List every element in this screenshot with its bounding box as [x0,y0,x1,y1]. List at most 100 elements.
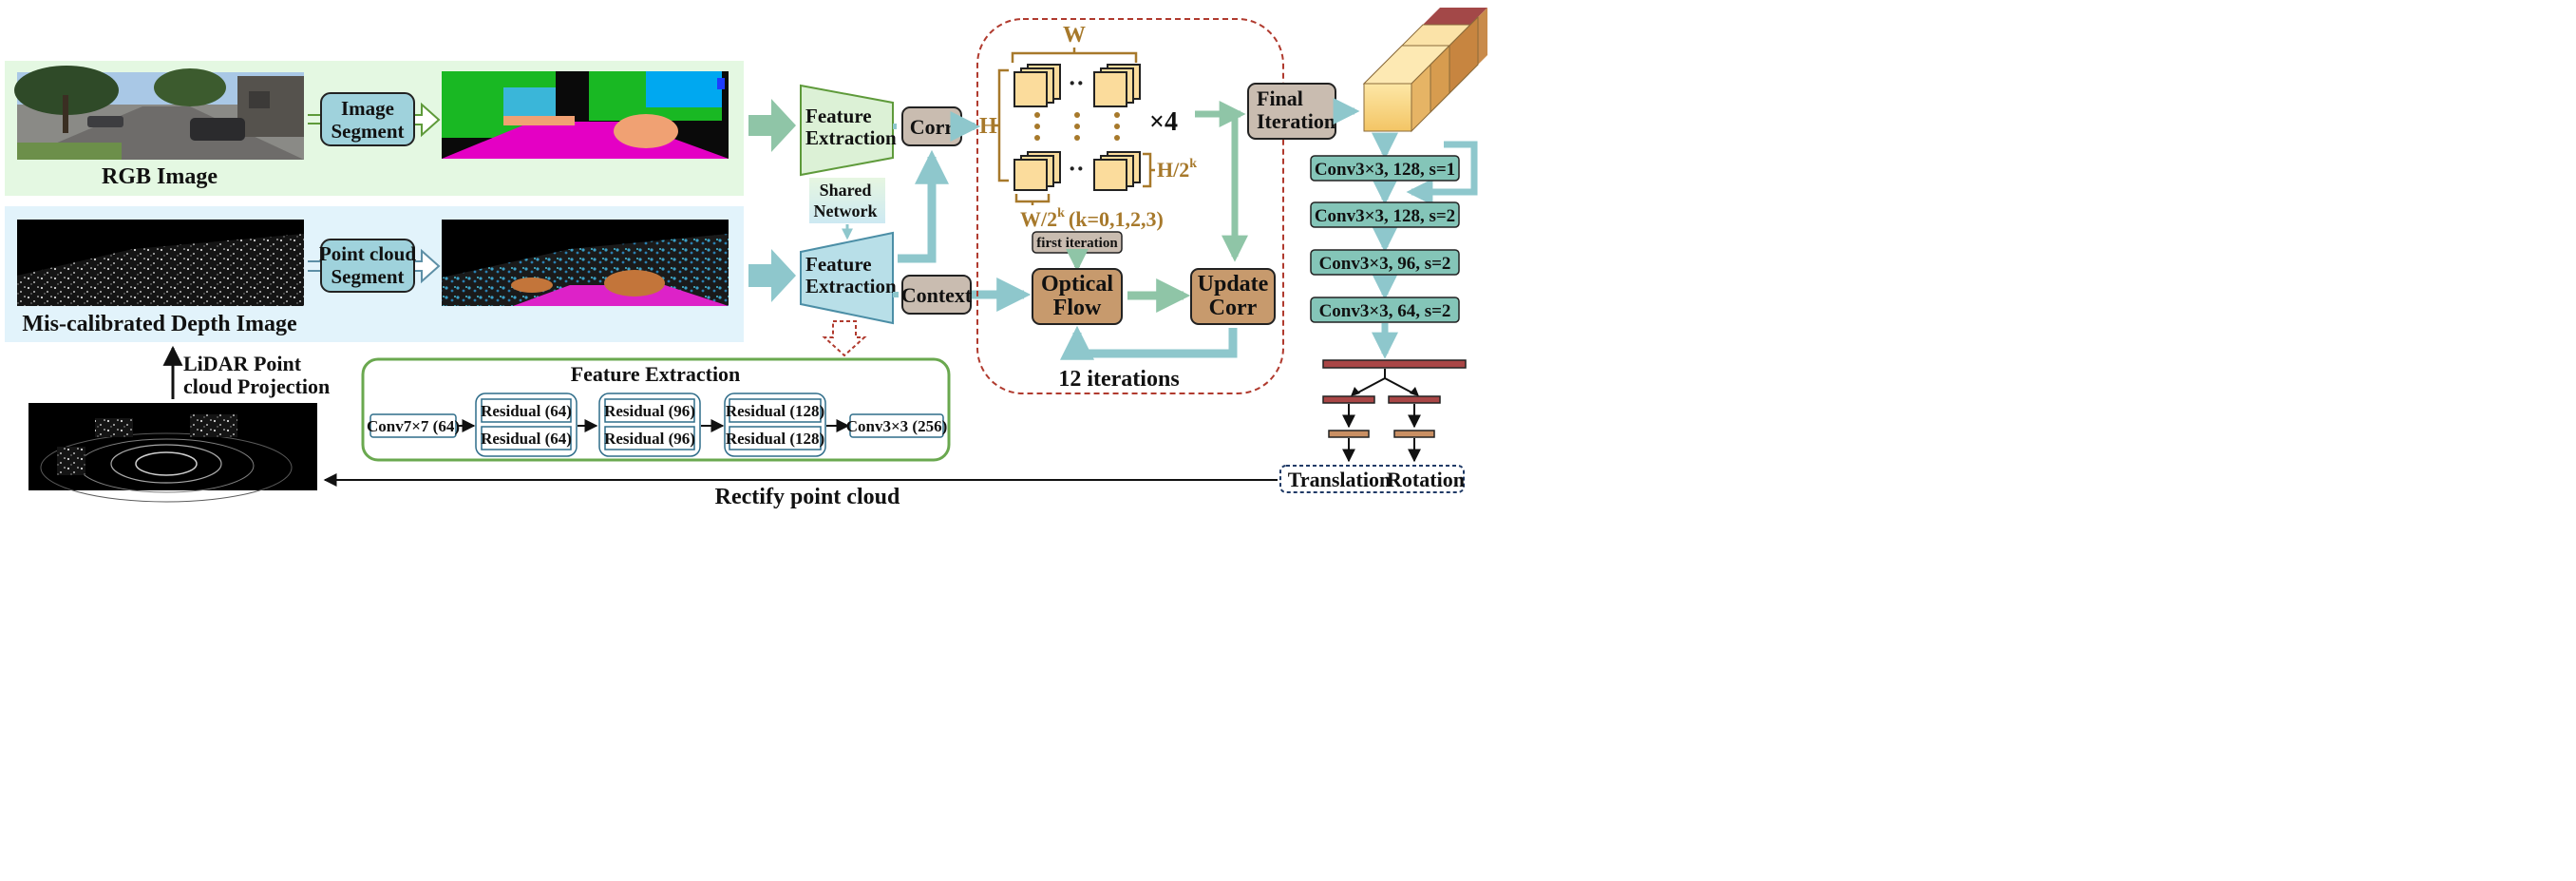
fe-conv-in [369,413,457,438]
fe-residual-1b [481,426,572,450]
feature-cube-stack [1362,8,1487,133]
conv-box-2 [1310,201,1460,228]
depth-image [17,220,304,306]
conv-label-4: Conv3×3, 64, s=2 [1319,301,1451,321]
h-bracket [994,68,1009,182]
fe-residual-2b-label: Residual (96) [604,430,695,448]
lidar-pointcloud-image [28,403,317,503]
pointcloud-segment-box [320,239,415,293]
fe-bottom-to-corr [898,149,949,263]
conv-box-1 [1310,155,1460,182]
fe-top-line1: Feature [805,105,872,127]
depth-image-label: Mis-calibrated Depth Image [22,312,297,336]
image-segment-line2: Segment [331,120,405,143]
image-segment-line1: Image [341,97,394,120]
output-box [1279,465,1465,493]
corr-label: Corr [910,115,955,139]
big-arrow-green [748,99,796,152]
final-iteration-line1: Final [1257,86,1303,110]
update-loop-arrow [1060,325,1238,360]
first-iteration-label: first iteration [1036,236,1118,251]
fc-bar-rotation-2 [1393,430,1435,438]
hollow-arrow-depth-2 [415,248,441,284]
times4-label: ×4 [1149,107,1178,137]
w2k-bracket [1014,194,1051,205]
lidar-projection-line1: LiDAR Point [183,352,302,375]
fe-residual-1b-label: Residual (64) [481,430,572,448]
w-label: W [1063,23,1086,48]
hollow-arrow-depth-1 [308,260,321,272]
lidar-projection-line2: cloud Projection [183,374,330,398]
segmented-rgb-image [442,71,729,159]
image-segment-box [320,92,415,146]
dots-top: ·· [1068,69,1084,97]
pointcloud-segment-line1: Point cloud [319,242,416,265]
dashed-down-arrow [822,320,867,357]
times4-to-update [1195,110,1248,262]
fe-residual-2b [604,426,695,450]
rgb-image [14,66,304,160]
fc-split-arrows [1354,369,1416,395]
update-corr-box [1190,268,1276,325]
fe-residual-3b-label: Residual (128) [726,430,824,448]
rgb-image-label: RGB Image [102,164,218,189]
w-bracket [1011,48,1138,63]
fe-conv-out [849,413,944,438]
fe-residual-3b [729,426,822,450]
hollow-arrow-rgb-1 [308,106,322,124]
shared-network-line1: Shared [820,181,872,200]
conv-label-1: Conv3×3, 128, s=1 [1315,160,1455,180]
fc-bar-translation [1322,395,1375,404]
final-iteration-line2: Iteration [1257,109,1335,133]
feature-map-stack-4 [1093,151,1141,191]
feature-map-stack-2 [1093,64,1141,107]
h2k-label: H/2k [1157,157,1197,182]
feature-extraction-bottom [800,231,894,325]
conv-label-2: Conv3×3, 128, s=2 [1315,206,1455,226]
fe-residual-2a-label: Residual (96) [604,402,695,420]
fe-bottom-line1: Feature [805,253,872,276]
fe-detail-title: Feature Extraction [571,362,741,386]
iteration-region [976,18,1284,394]
vertical-dots [1034,112,1120,141]
segmented-pointcloud-image [442,220,729,306]
fe-residual-3a [729,398,822,423]
fe-conv-out-label: Conv3×3 (256) [846,417,948,435]
update-corr-line2: Corr [1209,296,1258,320]
optical-flow-line2: Flow [1053,296,1102,320]
fe-conv-in-label: Conv7×7 (64) [367,417,460,435]
h2k-bracket [1143,152,1155,188]
update-corr-line1: Update [1198,272,1269,297]
fc-bar-rotation [1388,395,1441,404]
hollow-arrow-rgb-2 [415,102,441,138]
rotation-label: Rotation [1387,468,1465,491]
translation-label: Translation [1288,468,1391,491]
rectify-label: Rectify point cloud [715,485,900,509]
context-label: Context [901,283,973,307]
conv-box-4 [1310,297,1460,323]
feature-extraction-top [800,84,894,177]
fe-residual-1a [481,398,572,423]
shared-network-box [809,178,885,223]
conv-box-3 [1310,249,1460,276]
optical-flow-line1: Optical [1041,272,1113,297]
fc-bar-translation-2 [1328,430,1370,438]
skip-conv1-conv2 [1406,141,1478,205]
fe-residual-3a-label: Residual (128) [726,402,824,420]
dots-bottom: ·· [1068,155,1084,182]
w2k-label: W/2k(k=0,1,2,3) [1020,206,1164,231]
shared-network-line2: Network [814,201,878,220]
fe-residual-2a [604,398,695,423]
feature-map-stack-3 [1013,151,1061,191]
fe-residual-1a-label: Residual (64) [481,402,572,420]
conv-label-3: Conv3×3, 96, s=2 [1319,254,1451,274]
h-label: H [979,114,997,139]
fc-bar-main [1322,359,1467,369]
iterations-label: 12 iterations [1058,367,1179,392]
fe-top-line2: Extraction [805,126,897,149]
pointcloud-segment-line2: Segment [331,265,405,288]
optical-flow-box [1032,268,1123,325]
feature-map-stack-1 [1013,64,1061,107]
context-box [901,275,972,315]
fe-bottom-line2: Extraction [805,275,897,297]
